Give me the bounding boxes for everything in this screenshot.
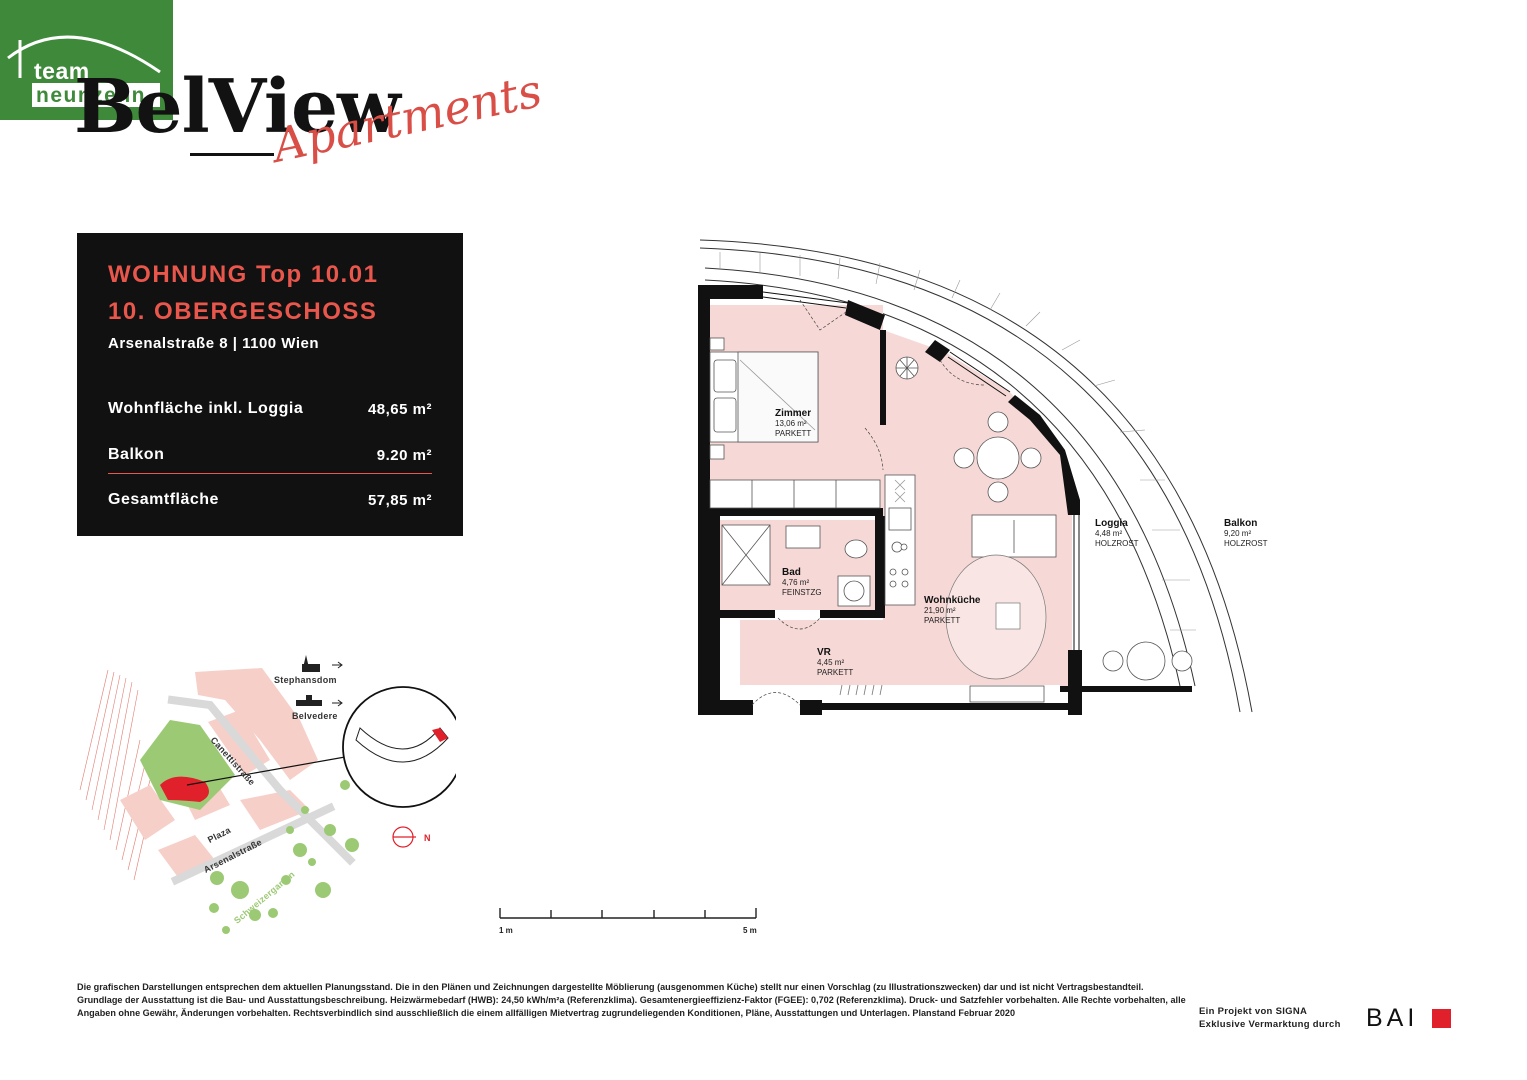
room-label-vr: VR 4,45 m² PARKETT (817, 647, 854, 678)
sideboard (969, 685, 1045, 703)
total-label: Gesamtfläche (108, 491, 219, 508)
scale-bar (499, 908, 757, 919)
logo-neunzehn-text: neunzehn (36, 84, 146, 107)
room-label-loggia: Loggia 4,48 m² HOLZROST (1095, 518, 1139, 549)
project-credit: Ein Projekt von SIGNA (1199, 1006, 1308, 1017)
total-value: 57,85 m² (367, 492, 432, 509)
info-divider (108, 473, 432, 474)
room-label-bad: Bad 4,76 m² FEINSTZG (782, 567, 822, 598)
legal-disclaimer: Die grafischen Darstellungen entsprechen… (77, 982, 1186, 1018)
arrow-right-icon (332, 661, 343, 669)
room-label-wohnkueche: Wohnküche 21,90 m² PARKETT (924, 595, 981, 626)
bathroom-fixtures (721, 524, 871, 607)
apartment-info-box: WOHNUNG Top 10.01 10. OBERGESCHOSS Arsen… (77, 233, 463, 536)
logo-team-text: team (34, 58, 90, 84)
landmark-belvedere: Belvedere (292, 711, 338, 721)
area-label: Wohnfläche inkl. Loggia (108, 400, 304, 417)
loggia-table-icon (1102, 641, 1193, 681)
bed-icon (709, 337, 819, 460)
balcony-value: 9.20 m² (376, 447, 432, 464)
room-label-balkon: Balkon 9,20 m² HOLZROST (1224, 518, 1268, 549)
area-value: 48,65 m² (367, 401, 432, 418)
sofa-icon (971, 514, 1057, 558)
site-hatching (79, 669, 153, 881)
windows (762, 291, 1080, 650)
stephansdom-icon (302, 655, 320, 672)
landmark-stephansdom: Stephansdom (274, 675, 337, 685)
site-inset-unit (432, 728, 448, 742)
doors (751, 299, 986, 706)
belvedere-icon (296, 695, 322, 706)
floor-plan (698, 239, 1253, 715)
rug (945, 554, 1047, 680)
scale-label-left: 1 m (499, 926, 513, 935)
site-streets (167, 695, 356, 886)
brand-underline (190, 153, 274, 156)
entrance-marks (839, 684, 883, 696)
site-trees (175, 735, 359, 934)
walls (698, 285, 1192, 715)
wardrobe (709, 479, 881, 509)
north-label: N (424, 833, 431, 843)
site-pointer-line (186, 756, 346, 786)
balcony-structure (699, 239, 1253, 713)
balcony-label: Balkon (108, 446, 165, 463)
brand-wordmark: BelView (74, 64, 401, 150)
scale-label-right: 5 m (743, 926, 757, 935)
bai-logo-text: BAI (1366, 1004, 1419, 1032)
site-map (79, 655, 456, 934)
arrow-right-icon (332, 699, 343, 707)
dining-table-icon (953, 411, 1042, 503)
logo-neunzehn-box (32, 83, 160, 107)
balcony-slats (719, 252, 1196, 631)
floor-title: 10. OBERGESCHOSS (108, 298, 378, 325)
apartment-address: Arsenalstraße 8 | 1100 Wien (108, 335, 319, 352)
room-label-zimmer: Zimmer 13,06 m² PARKETT (775, 408, 812, 439)
site-inset-circle (342, 686, 456, 808)
apartment-title: WOHNUNG Top 10.01 (108, 261, 379, 288)
marketing-credit: Exklusive Vermarktung durch (1199, 1019, 1341, 1030)
bai-logo-square (1432, 1009, 1451, 1028)
kitchen-counter (884, 474, 916, 606)
plant-icon (895, 356, 919, 380)
roof-arc-icon (7, 35, 161, 78)
